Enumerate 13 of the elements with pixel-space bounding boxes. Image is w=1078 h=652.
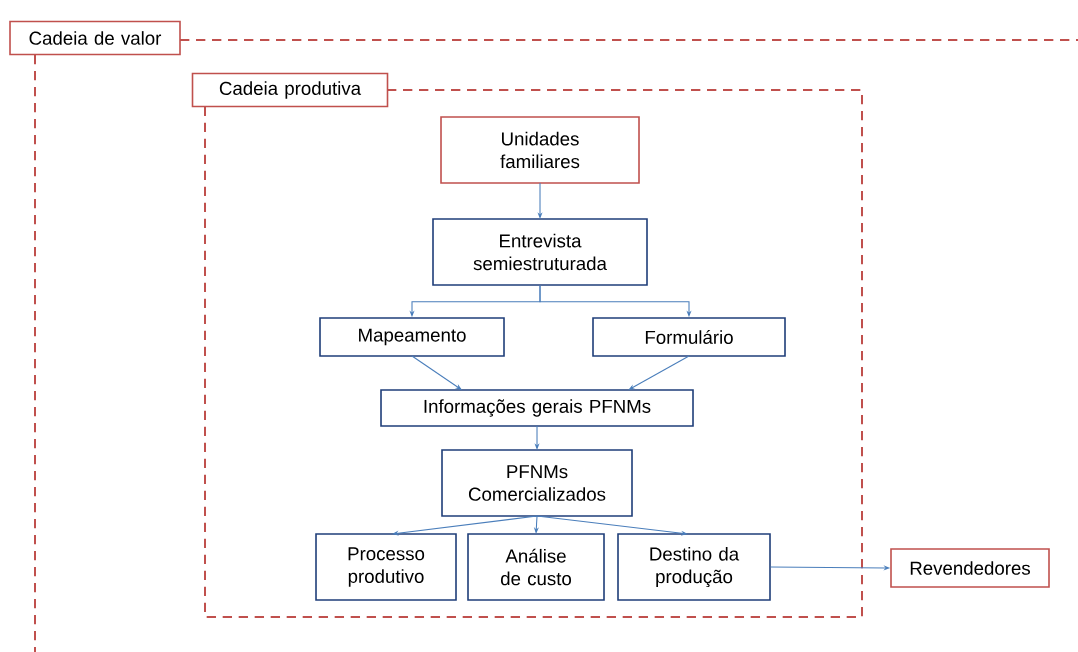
label-box: Cadeia de valor xyxy=(9,20,181,56)
process-box: Entrevista semiestruturada xyxy=(432,218,648,286)
process-box: Formulário xyxy=(592,317,786,357)
process-box: Informações gerais PFNMs xyxy=(380,389,694,427)
arrow xyxy=(411,355,462,390)
label-box: Revendedores xyxy=(890,548,1050,588)
process-box: Análise de custo xyxy=(467,533,605,601)
process-box: Processo produtivo xyxy=(315,533,457,601)
process-box: Unidades familiares xyxy=(440,116,640,184)
label-box: Cadeia produtiva xyxy=(191,72,389,108)
process-box: Mapeamento xyxy=(319,317,505,357)
process-box: PFNMs Comercializados xyxy=(441,449,633,517)
process-box: Destino da produção xyxy=(617,533,771,601)
